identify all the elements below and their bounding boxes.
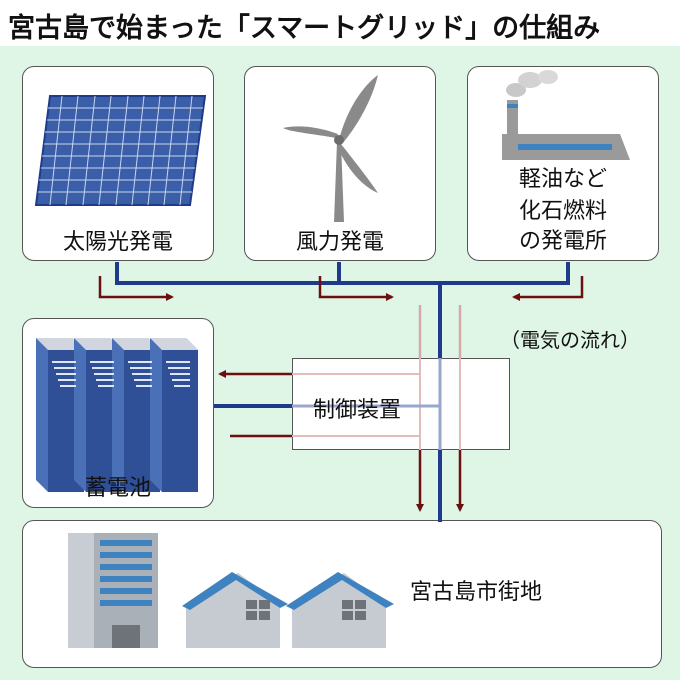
fuel-plant-box (467, 66, 659, 261)
fuel-plant-label-3: の発電所 (518, 229, 607, 254)
solar-label: 太陽光発電 (62, 230, 173, 255)
flow-legend-label: （電気の流れ） (500, 328, 640, 352)
office-building-icon (68, 533, 158, 648)
title-bar: 宮古島で始まった「スマートグリッド」の仕組み (0, 0, 680, 46)
fuel-plant-label-2: 化石燃料 (518, 199, 607, 224)
fuel-plant-label-1: 軽油など (518, 167, 607, 192)
battery-label: 蓄電池 (84, 476, 151, 501)
wind-label: 風力発電 (295, 230, 384, 255)
wind-turbine-icon (283, 75, 378, 222)
solar-panel-icon (34, 95, 207, 206)
house-icon-right (286, 572, 394, 648)
flow-arrows (98, 276, 584, 512)
power-plant-icon (502, 70, 630, 160)
city-label: 宮古島市街地 (410, 580, 543, 605)
power-lines (115, 262, 570, 522)
house-icon-left (182, 572, 288, 648)
controller-label: 制御装置 (312, 398, 401, 423)
battery-icon (36, 338, 198, 492)
diagram-title: 宮古島で始まった「スマートグリッド」の仕組み (8, 13, 601, 44)
